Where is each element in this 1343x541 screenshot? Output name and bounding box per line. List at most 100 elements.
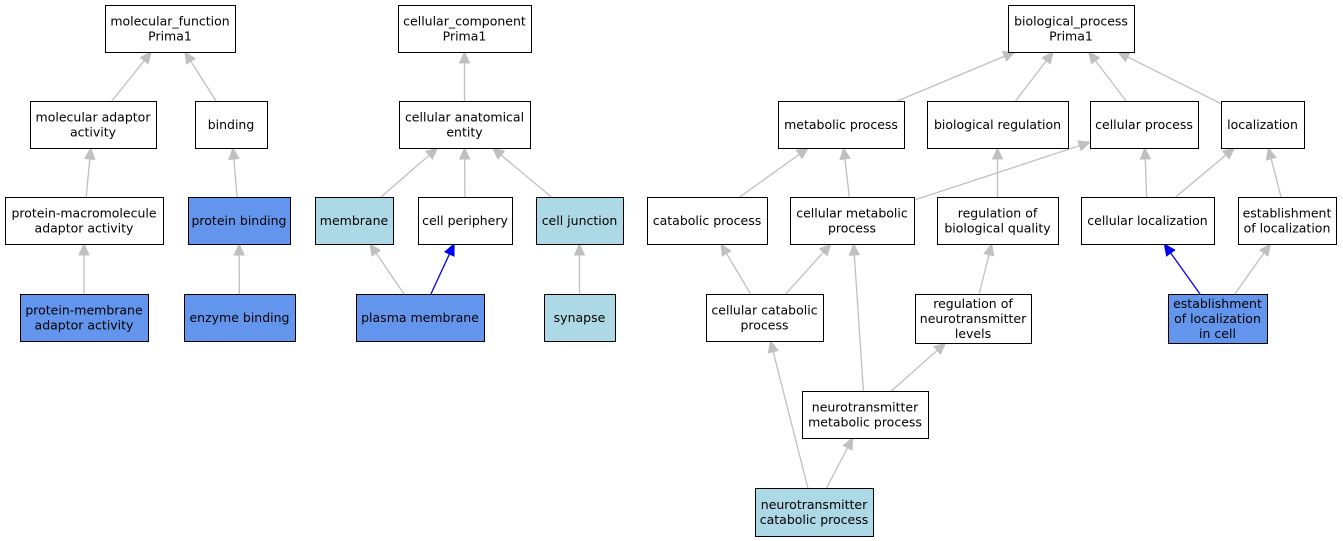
node-box <box>315 197 394 245</box>
edge-est_localization-to-localization <box>1265 146 1282 198</box>
arrowhead-icon <box>424 147 439 160</box>
arrowhead-icon <box>458 146 471 160</box>
edge-line <box>111 60 145 102</box>
node-catabolic[interactable]: catabolic process <box>647 197 768 245</box>
node-binding[interactable]: binding <box>195 101 268 149</box>
edge-line <box>1270 158 1282 198</box>
arrowhead-icon <box>369 243 382 257</box>
node-plasma-membrane[interactable]: plasma membrane <box>356 294 485 342</box>
edge-line <box>725 253 752 295</box>
node-label: of localization <box>1244 221 1331 236</box>
node-box <box>195 101 268 149</box>
node-label: catabolic process <box>653 213 762 228</box>
node-box <box>536 197 624 245</box>
arrowhead-icon <box>991 146 1004 160</box>
graph-edges <box>78 50 1282 489</box>
node-localization[interactable]: localization <box>1221 101 1305 149</box>
node-label: protein-membrane <box>25 303 143 318</box>
edge-line <box>500 154 552 198</box>
node-box <box>5 197 164 245</box>
node-cell-junction[interactable]: cell junction <box>536 197 624 245</box>
edge-nt_catabolic-to-cell_catabolic <box>767 339 809 489</box>
node-box <box>184 294 296 342</box>
edge-line <box>772 351 809 489</box>
arrowhead-icon <box>1258 243 1272 257</box>
edge-localization-to-bp_root <box>1116 51 1222 105</box>
arrowhead-icon <box>1163 243 1176 257</box>
node-label: molecular adaptor <box>36 110 152 125</box>
node-label: cellular process <box>1095 117 1193 132</box>
node-enzyme-binding[interactable]: enzyme binding <box>184 294 296 342</box>
node-label: neurotransmitter <box>920 311 1027 326</box>
edge-binding-to-mf_root <box>184 50 217 102</box>
node-box <box>20 294 149 342</box>
node-membrane[interactable]: membrane <box>315 197 394 245</box>
edge-cell_metabolic-to-metabolic <box>839 146 851 198</box>
edge-line <box>1175 154 1227 198</box>
edge-line <box>1234 252 1265 295</box>
edge-line <box>739 153 800 198</box>
node-cellular-proc[interactable]: cellular process <box>1090 101 1199 149</box>
edge-protein_binding-to-binding <box>228 146 240 198</box>
node-label: enzyme binding <box>189 310 289 325</box>
node-label: protein binding <box>191 213 286 228</box>
edge-cellular_proc-to-bp_root <box>1088 51 1127 102</box>
edge-est_loc_cell-to-cell_localization <box>1163 243 1201 295</box>
node-metabolic[interactable]: metabolic process <box>778 101 905 149</box>
node-cell-periphery[interactable]: cell periphery <box>418 197 513 245</box>
node-label: adaptor activity <box>35 221 135 236</box>
node-box <box>544 294 616 342</box>
arrowhead-icon <box>1139 146 1152 160</box>
node-label: Prima1 <box>443 29 487 44</box>
arrowhead-icon <box>767 339 779 354</box>
node-box <box>802 391 929 439</box>
edge-nt_metabolic-to-reg_nt_levels <box>891 342 947 392</box>
arrowhead-icon <box>228 146 240 160</box>
edge-line <box>233 158 238 198</box>
node-protein-binding[interactable]: protein binding <box>188 197 291 245</box>
node-box <box>1081 197 1215 245</box>
node-label: of localization <box>1174 311 1261 326</box>
node-label: metabolic process <box>808 415 922 430</box>
edge-line <box>1014 60 1047 102</box>
edge-cell_localization-to-localization <box>1175 147 1236 198</box>
arrowhead-icon <box>1221 147 1236 160</box>
edge-nt_metabolic-to-cell_metabolic <box>848 242 865 392</box>
node-box <box>937 197 1059 245</box>
node-box <box>1221 101 1305 149</box>
arrowhead-icon <box>444 242 455 257</box>
node-box <box>105 5 236 53</box>
edge-cell_junction-to-cell_anat <box>491 147 552 198</box>
node-label: levels <box>955 326 991 341</box>
arrowhead-icon <box>1265 146 1277 161</box>
arrowhead-icon <box>842 436 854 451</box>
edge-line <box>853 254 865 392</box>
node-bio-reg[interactable]: biological regulation <box>927 101 1069 149</box>
arrowhead-icon <box>1077 140 1092 152</box>
node-label: in cell <box>1199 326 1236 341</box>
edge-line <box>844 158 850 198</box>
edge-line <box>380 154 430 198</box>
node-label: Prima1 <box>148 29 192 44</box>
node-label: entity <box>446 125 483 140</box>
edge-line <box>913 145 1080 201</box>
arrowhead-icon <box>983 242 995 257</box>
node-box <box>418 197 513 245</box>
node-cell-localization[interactable]: cellular localization <box>1081 197 1215 245</box>
node-synapse[interactable]: synapse <box>544 294 616 342</box>
